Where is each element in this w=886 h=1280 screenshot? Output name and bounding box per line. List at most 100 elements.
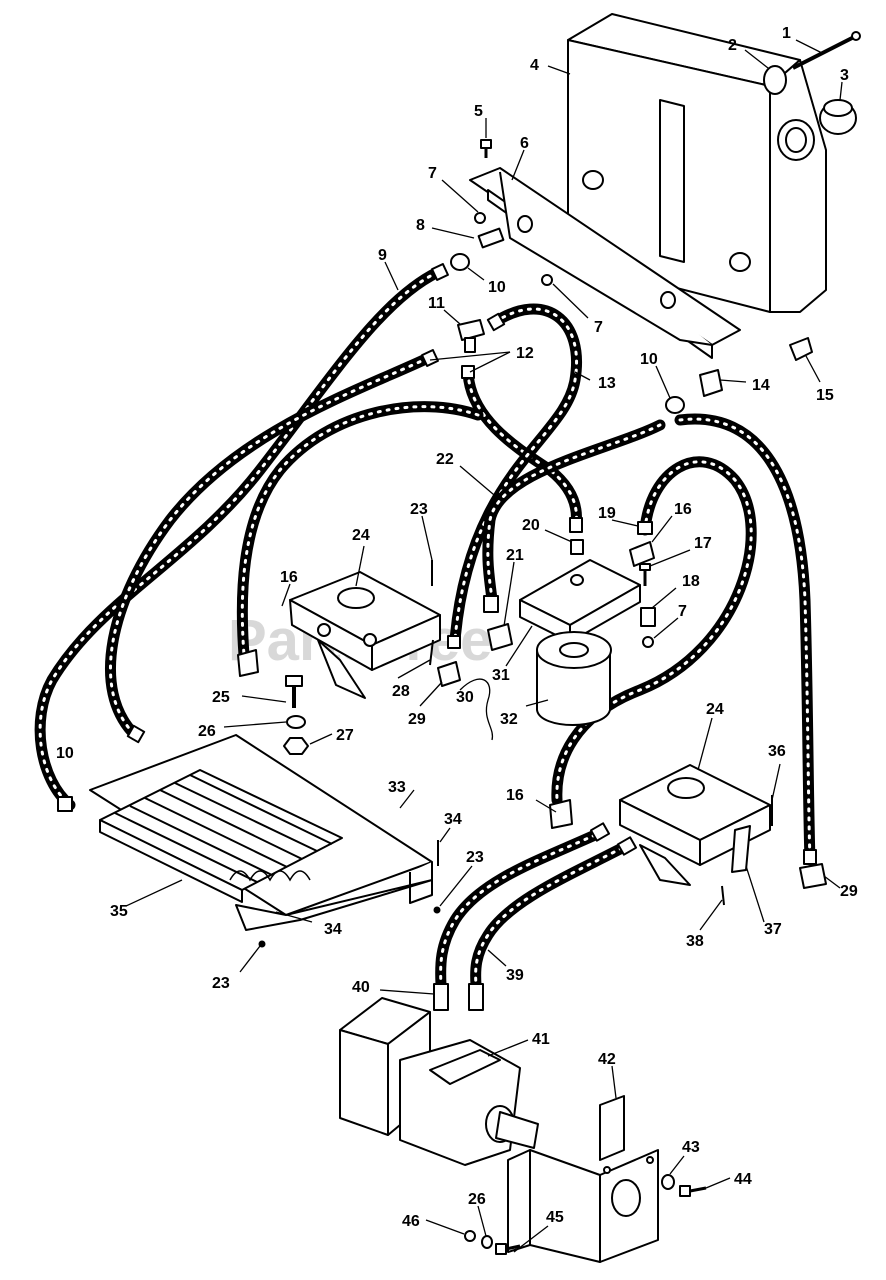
callout-5: 5 [474,103,483,120]
callout-23b: 23 [466,849,484,866]
callout-46: 46 [402,1213,420,1230]
callout-41: 41 [532,1031,550,1048]
fitting-8 [477,227,505,249]
washer-43 [661,1174,675,1190]
fitting-15 [789,337,813,361]
callout-2: 2 [728,37,737,54]
hydraulic-motor [339,997,539,1166]
callout-42: 42 [598,1051,616,1068]
callout-32: 32 [500,711,518,728]
fitting-19 [637,521,653,535]
callout-10c: 10 [56,745,74,762]
hose-40 [435,829,601,991]
callout-7b: 7 [594,319,603,336]
callout-23c: 23 [212,975,230,992]
nut-23c [258,940,266,948]
nut-7c [642,636,654,648]
oil-cooler [99,769,343,903]
washer-10a [450,253,470,271]
hydraulic-tank [567,13,827,313]
callout-28: 28 [392,683,410,700]
filter-head [519,559,641,643]
callout-17: 17 [694,535,712,552]
callout-43: 43 [682,1139,700,1156]
callout-33: 33 [388,779,406,796]
callout-24b: 24 [706,701,724,718]
callout-9: 9 [378,247,387,264]
fitting-20 [570,539,584,555]
bolt-17 [639,563,651,586]
elbow-14 [699,369,723,397]
control-valve-left [289,571,441,699]
callout-34a: 34 [444,811,462,828]
hose-16-left [236,401,484,661]
nut-46 [464,1230,476,1242]
tank-bracket [469,167,741,359]
callout-13: 13 [598,375,616,392]
callout-labels: 1 2 3 4 5 6 7 8 9 10 7 11 12 13 10 14 15… [56,25,858,1230]
hose-22 [482,419,666,606]
dipstick-rod [792,31,861,70]
hose-fittings [57,263,817,1011]
elbow-29a [437,661,461,687]
hose-39 [470,842,628,991]
callout-10b: 10 [640,351,658,368]
callout-37: 37 [764,921,782,938]
nut-7b [541,274,553,286]
callout-7a: 7 [428,165,437,182]
callout-22: 22 [436,451,454,468]
callout-27: 27 [336,727,354,744]
callout-29b: 29 [840,883,858,900]
callout-18: 18 [682,573,700,590]
callout-12: 12 [516,345,534,362]
callout-19: 19 [598,505,616,522]
hose-12b [462,366,582,531]
bolt-5 [480,139,492,158]
washer-26a [286,715,306,729]
callout-10a: 10 [488,279,506,296]
bolt-44 [679,1185,707,1197]
control-valve-right [619,764,771,886]
callout-16a: 16 [674,501,692,518]
motor-bracket [507,1095,659,1263]
callout-26b: 26 [468,1191,486,1208]
elbow-16-top [629,541,655,567]
elbow-16-right [549,799,573,829]
callout-11: 11 [428,295,445,312]
pin-38 [721,885,725,906]
callout-34b: 34 [324,921,342,938]
spacer-18 [640,607,656,627]
callout-36: 36 [768,743,786,760]
callout-8: 8 [416,217,425,234]
washer-26b [481,1235,493,1249]
callout-3: 3 [840,67,849,84]
callout-38: 38 [686,933,704,950]
bolt-45 [495,1243,521,1255]
leader-lines [125,39,843,1253]
fitting-21 [487,623,513,651]
callout-31: 31 [492,667,510,684]
callout-15: 15 [816,387,834,404]
callout-26a: 26 [198,723,216,740]
tank-cap [819,99,857,135]
callout-24a: 24 [352,527,370,544]
hose-12a [104,352,434,741]
callout-44: 44 [734,1171,752,1188]
callout-30: 30 [456,689,474,706]
nut-27 [283,737,309,755]
elbow-29b [799,863,827,889]
callout-40: 40 [352,979,370,996]
oil-filter [536,631,612,726]
callout-1: 1 [782,25,791,42]
tee-fitting-11 [457,319,485,353]
callout-7c: 7 [678,603,687,620]
hose-29 [674,413,816,866]
bolt-25 [285,675,303,708]
callout-20: 20 [522,517,540,534]
callout-29a: 29 [408,711,426,728]
bolt-28 [429,639,434,666]
nut-23b [433,906,441,914]
gasket [763,65,787,95]
nut-7a [474,212,486,224]
